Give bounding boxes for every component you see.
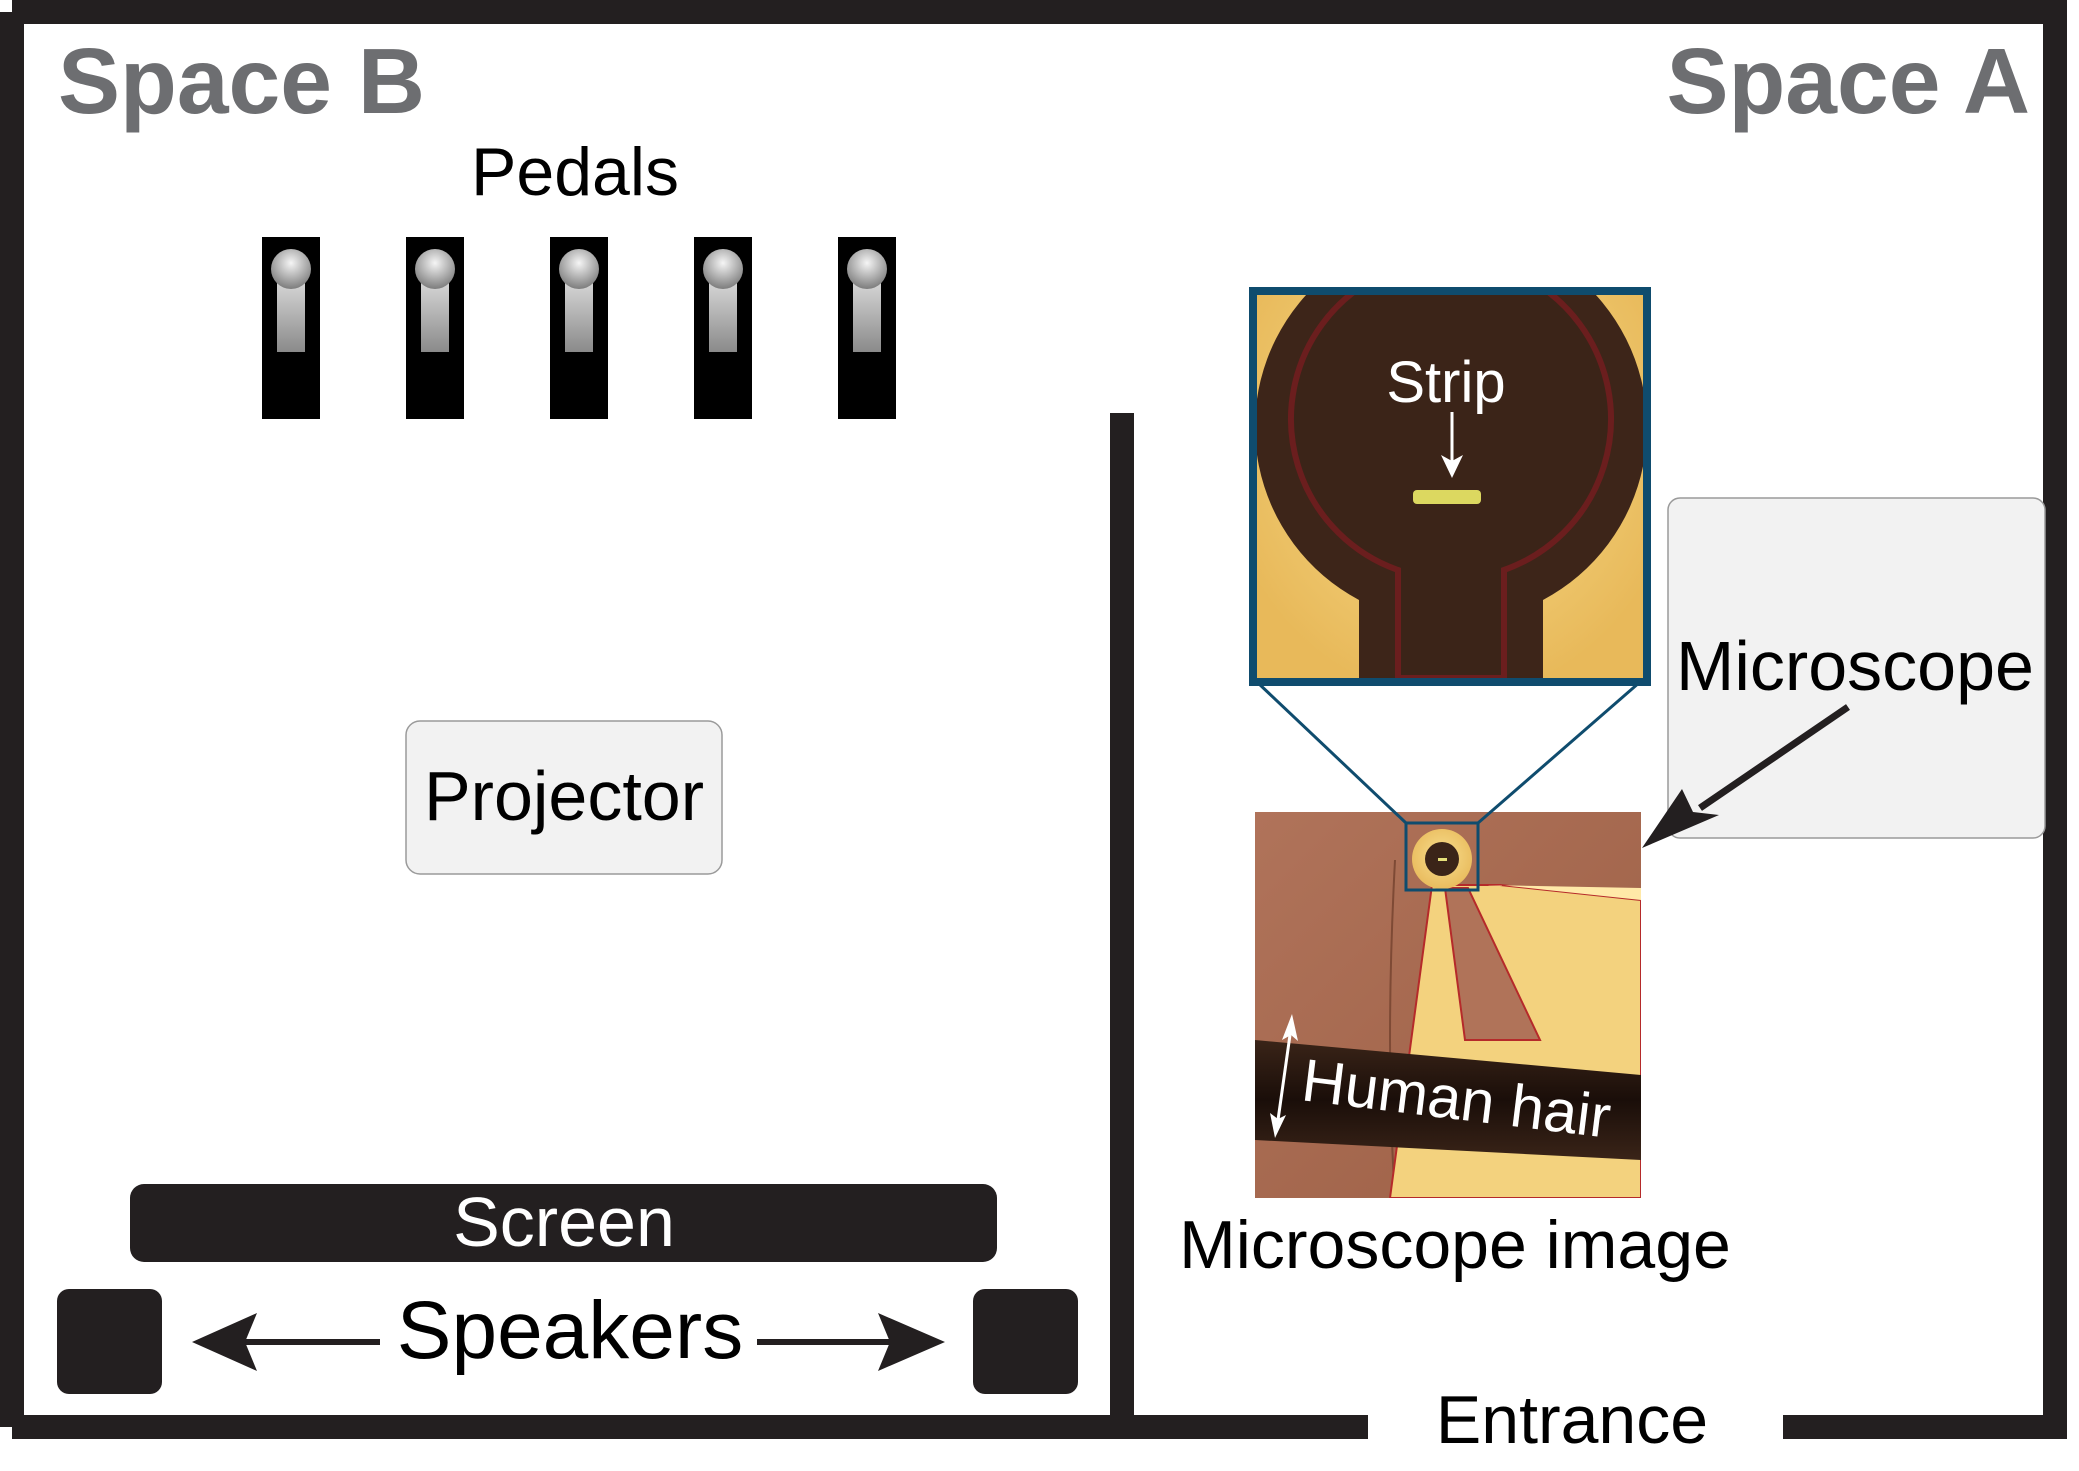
microscope-photo <box>1255 812 1641 1198</box>
pedal <box>550 237 608 419</box>
microscope-arrow <box>1642 704 1850 848</box>
speakers-label: Speakers <box>397 1285 743 1376</box>
pedal <box>262 237 320 419</box>
microscope-box <box>1667 497 2046 839</box>
microscope-label: Microscope <box>1676 627 2034 705</box>
projector-box <box>405 720 723 875</box>
partition-wall <box>1110 413 1134 1435</box>
pedals-label: Pedals <box>471 134 679 210</box>
microscope-arrow-head <box>1642 789 1719 848</box>
microscope-arrow-line <box>1698 704 1850 811</box>
photo-strip <box>1438 858 1447 861</box>
strip-label: Strip <box>1386 350 1505 415</box>
pedal-knob <box>415 249 455 289</box>
entrance-label: Entrance <box>1436 1382 1708 1458</box>
zoom-gold <box>1257 295 1643 678</box>
strip-arrow-head <box>1441 455 1463 478</box>
zoom-frame <box>1249 287 1651 686</box>
zoom-connector-left <box>1255 680 1408 825</box>
hair-arrow-head-bottom <box>1270 1113 1286 1138</box>
photo-hair <box>1255 1040 1641 1160</box>
photo-gold-edge <box>1432 885 1641 900</box>
speaker-right <box>973 1289 1078 1394</box>
pedal-knob <box>271 249 311 289</box>
projector-label: Projector <box>424 757 704 835</box>
pedal-knob <box>703 249 743 289</box>
strip-arrow <box>1441 412 1463 478</box>
pedal <box>838 237 896 419</box>
pedal <box>694 237 752 419</box>
hair-arrow-line <box>1276 1034 1292 1121</box>
zoom-strip <box>1413 490 1481 504</box>
outer-walls <box>0 0 2067 1439</box>
photo-scratch <box>1389 859 1396 1198</box>
pedal <box>406 237 464 419</box>
hair-arrow-head-top <box>1282 1014 1298 1041</box>
speaker-arrows <box>192 1313 945 1371</box>
pedal-knob <box>559 249 599 289</box>
space-b-label: Space B <box>58 29 425 133</box>
arrow-right-head <box>878 1313 945 1371</box>
microscope-image-label: Microscope image <box>1179 1207 1731 1283</box>
pedals-group <box>262 237 896 419</box>
space-a-label: Space A <box>1666 29 2030 133</box>
zoom-inset <box>1257 295 1643 678</box>
photo-gap <box>1443 887 1542 1041</box>
zoom-dark-well <box>1288 295 1614 678</box>
screen-label: Screen <box>453 1183 675 1261</box>
pedal-knob <box>847 249 887 289</box>
screen-bar <box>130 1184 997 1262</box>
hair-width-arrow <box>1270 1014 1298 1138</box>
photo-zoom-region <box>1404 821 1480 892</box>
speaker-left <box>57 1289 162 1394</box>
arrow-left-head <box>192 1313 257 1371</box>
zoom-connector-right <box>1477 680 1641 825</box>
